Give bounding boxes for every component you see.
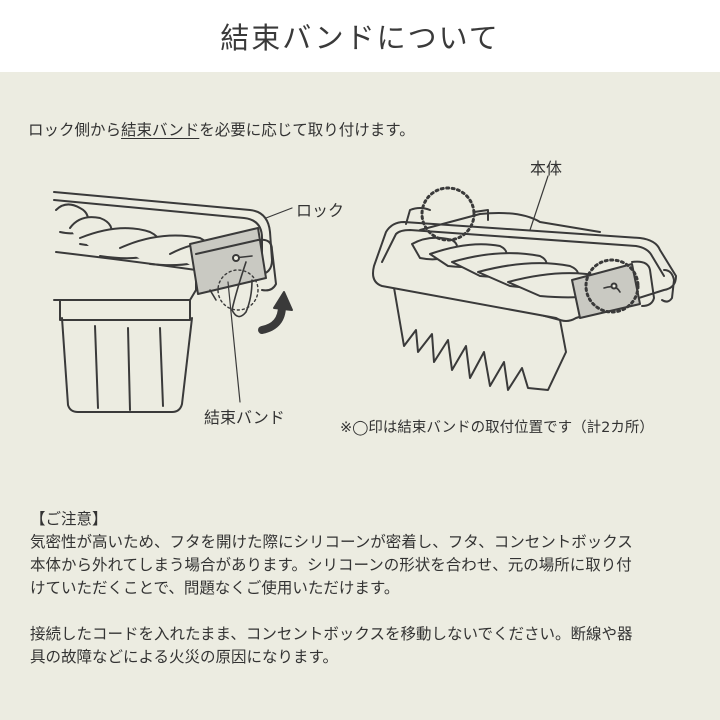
spacer (30, 600, 700, 623)
position-note: ※◯印は結束バンドの取付位置です（計2カ所） (340, 420, 654, 436)
caution-line-5: 具の故障などによる火災の原因になります。 (30, 648, 338, 666)
caution-title: 【ご注意】 (30, 510, 108, 528)
label-lock: ロック (296, 201, 345, 220)
caution-section: 【ご注意】 気密性が高いため、フタを開けた際にシリコーンが密着し、フタ、コンセン… (30, 508, 700, 669)
caution-line-3: けていただくことで、問題なくご使用いただけます。 (30, 579, 400, 597)
label-band: 結束バンド (204, 408, 285, 427)
lead-before: ロック側から (28, 121, 122, 139)
lead-underlined: 結束バンド (121, 121, 200, 139)
lead-text: ロック側から結束バンドを必要に応じて取り付けます。 (28, 118, 415, 140)
caution-line-4: 接続したコードを入れたまま、コンセントボックスを移動しないでください。断線や器 (30, 625, 633, 643)
page-title: 結束バンドについて (220, 21, 500, 55)
label-body: 本体 (530, 159, 563, 178)
header-bar: 結束バンドについて (0, 0, 720, 72)
caution-line-1: 気密性が高いため、フタを開けた際にシリコーンが密着し、フタ、コンセントボックス (30, 533, 633, 551)
whole-box (372, 175, 677, 391)
caution-line-2: 本体から外れてしまう場合があります。シリコーンの形状を合わせ、元の場所に取り付 (30, 556, 632, 574)
lead-after: を必要に応じて取り付けます。 (199, 121, 415, 139)
closeup-box (53, 191, 293, 413)
illustration (53, 175, 677, 413)
